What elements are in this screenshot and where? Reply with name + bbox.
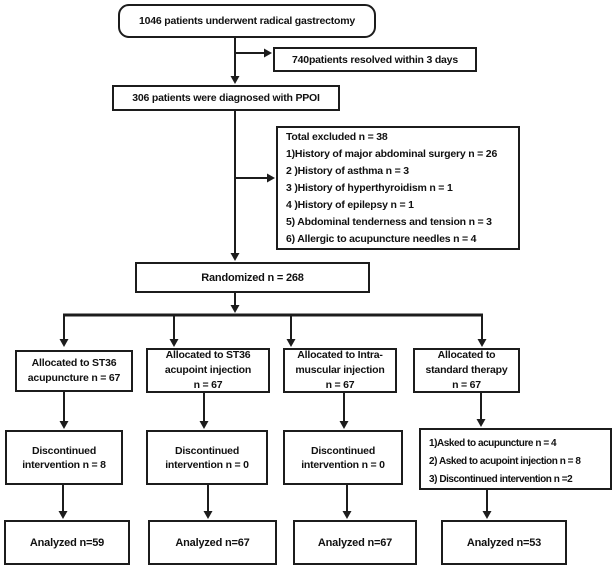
arrow-branch-arm4-head <box>477 339 487 347</box>
box-text-line: Randomized n = 268 <box>201 271 304 284</box>
arrow-alloc3-to-disc3-head <box>339 421 349 429</box>
box-text-line: 3 )History of hyperthyroidism n = 1 <box>286 181 453 194</box>
box-text-line: standard therapy <box>425 364 508 376</box>
box-text-line: Analyzed n=59 <box>29 536 105 549</box>
arrow-to-excluded-head <box>267 173 275 183</box>
box-text-line: Allocated to ST36 <box>31 357 117 369</box>
box-allocated-arm1: Allocated to ST36 acupuncture n = 67 <box>15 350 133 392</box>
box-analyzed-arm3: Analyzed n=67 <box>293 520 417 565</box>
box-text-line: 740patients resolved within 3 days <box>292 53 458 66</box>
box-ppoi: 306 patients were diagnosed with PPOI <box>112 85 340 111</box>
box-text-line: 1)Asked to acupuncture n = 4 <box>429 438 557 449</box>
arrow-disc4-to-ana4-head <box>482 511 492 519</box>
box-text-line: 1)History of major abdominal surgery n =… <box>286 147 498 160</box>
arrow-ppoi-to-randomized-head <box>230 253 240 261</box>
box-excluded: Total excluded n = 38 1)History of major… <box>276 126 520 250</box>
box-text-line: 1046 patients underwent radical gastrect… <box>138 15 356 27</box>
box-discontinued-arm2: Discontinued intervention n = 0 <box>146 430 268 485</box>
arrow-enrolled-to-ppoi-head <box>230 76 240 84</box>
box-text-line: Discontinued <box>174 444 240 457</box>
box-text-line: 4 )History of epilepsy n = 1 <box>286 198 414 211</box>
arrow-branch-arm2-head <box>169 339 179 347</box>
arrow-branch-arm3-head <box>286 339 296 347</box>
box-text-line: Allocated to ST36 <box>165 349 251 361</box>
box-text-line: n = 67 <box>452 379 481 391</box>
box-text-line: Allocated to <box>437 349 496 361</box>
box-enrolled: 1046 patients underwent radical gastrect… <box>118 4 376 38</box>
box-text-line: Discontinued <box>310 444 376 457</box>
box-text-line: intervention n = 0 <box>165 458 249 471</box>
box-allocated-arm2: Allocated to ST36 acupoint injection n =… <box>146 348 270 393</box>
box-text-line: 3) Discontinued intervention n =2 <box>429 474 573 485</box>
box-discontinued-arm3: Discontinued intervention n = 0 <box>283 430 403 485</box>
arrow-to-resolved-head <box>264 48 272 58</box>
arrow-alloc4-to-disc4-head <box>476 419 486 427</box>
arrow-disc1-to-ana1-head <box>58 511 68 519</box>
box-text-line: Total excluded n = 38 <box>286 130 388 143</box>
box-analyzed-arm1: Analyzed n=59 <box>4 520 130 565</box>
box-text-line: n = 67 <box>325 379 355 391</box>
arrow-alloc2-to-disc2-head <box>199 421 209 429</box>
box-resolved: 740patients resolved within 3 days <box>273 47 477 72</box>
box-discontinued-arm1: Discontinued intervention n = 8 <box>5 430 123 485</box>
arrow-branch-arm1-head <box>59 339 69 347</box>
box-analyzed-arm2: Analyzed n=67 <box>148 520 277 565</box>
box-text-line: Analyzed n=67 <box>175 536 250 549</box>
box-text-line: 6) Allergic to acupuncture needles n = 4 <box>286 232 477 245</box>
box-text-line: Discontinued <box>31 444 97 457</box>
box-text-line: n = 67 <box>193 379 223 391</box>
box-text-line: Allocated to Intra- <box>297 349 383 361</box>
box-text-line: 5) Abdominal tenderness and tension n = … <box>286 215 492 228</box>
box-text-line: muscular injection <box>295 364 385 376</box>
box-text-line: intervention n = 8 <box>22 458 106 471</box>
box-text-line: acupuncture n = 67 <box>27 372 121 384</box>
box-discontinued-arm4: 1)Asked to acupuncture n = 4 2) Asked to… <box>419 428 612 490</box>
box-text-line: 2 )History of asthma n = 3 <box>286 164 409 177</box>
arrow-alloc1-to-disc1-head <box>59 421 69 429</box>
box-allocated-arm4: Allocated to standard therapy n = 67 <box>413 348 520 393</box>
arrow-randomized-to-branch-head <box>230 305 240 313</box>
box-text-line: 2) Asked to acupoint injection n = 8 <box>429 456 581 467</box>
arrow-disc3-to-ana3-head <box>342 511 352 519</box>
box-randomized: Randomized n = 268 <box>135 262 370 293</box>
box-allocated-arm3: Allocated to Intra- muscular injection n… <box>283 348 397 393</box>
arrow-disc2-to-ana2-head <box>203 511 213 519</box>
box-text-line: 306 patients were diagnosed with PPOI <box>132 92 320 104</box>
box-text-line: Analyzed n=53 <box>466 536 542 549</box>
box-analyzed-arm4: Analyzed n=53 <box>441 520 567 565</box>
box-text-line: acupoint injection <box>164 364 252 376</box>
box-text-line: intervention n = 0 <box>301 458 385 471</box>
box-text-line: Analyzed n=67 <box>317 536 393 549</box>
